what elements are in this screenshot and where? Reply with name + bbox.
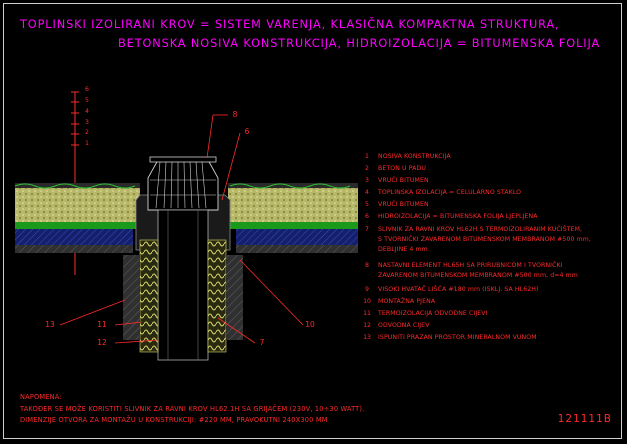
legend-num-11: 11 <box>363 310 371 317</box>
callout-12: 12 <box>97 338 107 347</box>
concrete-right <box>236 245 358 253</box>
drain-pipe <box>157 209 209 361</box>
legend-num-10: 10 <box>363 298 371 305</box>
callout-8: 8 <box>232 110 238 119</box>
notes-line-2: DIMENZIJE OTVORA ZA MONTAŽU U KONSTRUKCI… <box>20 416 328 424</box>
sheet-border <box>3 3 622 439</box>
waterproofing-left <box>15 222 140 229</box>
legend-text-7c: DEBLJINE 4 mm <box>378 246 428 253</box>
title-line-1: TOPLINSKI IZOLIRANI KROV = SISTEM VARENJ… <box>20 18 560 31</box>
slab-opening-left <box>123 255 140 340</box>
membrane-edge-left <box>14 183 136 189</box>
callout-7: 7 <box>259 338 265 347</box>
legend-text-2: BETON U PADU <box>378 165 426 172</box>
notes-heading: NAPOMENA: <box>20 393 62 401</box>
layer-mark-2: 2 <box>85 129 89 136</box>
legend-text-4: TOPLINSKA IZOLACIJA = CELULARNO STAKLO <box>378 189 522 196</box>
legend-text-5: VRUĆI BITUMEN <box>378 201 429 208</box>
legend-text-9: VISOKI HVATAČ LIŠĆA #180 mm (ISKLJ. SA H… <box>378 286 539 293</box>
legend-text-3: VRUĆI BITUMEN <box>378 177 429 184</box>
legend-num-4: 4 <box>365 189 369 196</box>
layer-tick-marks <box>71 91 79 146</box>
legend-num-13: 13 <box>363 334 371 341</box>
layer-mark-3: 3 <box>85 119 89 126</box>
callout-10: 10 <box>305 320 315 329</box>
legend-text-11: TERMOIZOLACIJA ODVODNE CIJEVI <box>378 310 488 317</box>
membrane-edge-right <box>229 183 351 189</box>
legend-num-8: 8 <box>365 262 369 269</box>
legend-num-6: 6 <box>365 213 369 220</box>
legend-num-5: 5 <box>365 201 369 208</box>
thermal-insulation-left <box>15 188 140 222</box>
waterproofing-right <box>228 222 358 229</box>
bitumen-layer-right <box>236 229 358 245</box>
legend-text-8b: ZAVARENOM BITUMENSKOM MEMBRANOM #500 mm,… <box>378 272 578 279</box>
legend-text-1: NOSIVA KONSTRUKCIJA <box>378 153 451 160</box>
legend-num-12: 12 <box>363 322 371 329</box>
top-membrane-left <box>15 183 140 188</box>
layer-mark-1: 1 <box>85 140 89 147</box>
pipe-insulation-left <box>139 239 159 353</box>
slab-opening-right <box>226 255 243 340</box>
legend-text-8: NASTAVNI ELEMENT HL65H SA PRIRUBNICOM I … <box>378 262 563 269</box>
bitumen-layer-left <box>15 229 133 245</box>
legend-text-12: ODVODNA CIJEV <box>378 322 430 329</box>
leaf-guard-ribs <box>150 161 216 209</box>
pipe-insulation-right <box>207 239 227 353</box>
concrete-left <box>15 245 133 253</box>
legend-text-7b: S TVORNIČKI ZAVARENOM BITUMENSKOM MEMBRA… <box>378 236 591 243</box>
legend-num-2: 2 <box>365 165 369 172</box>
legend-text-10: MONTAŽNA PJENA <box>378 298 436 305</box>
callout-13: 13 <box>45 320 55 329</box>
legend-num-9: 9 <box>365 286 369 293</box>
legend-text-7: SLIVNIK ZA RAVNI KROV HL62H S TERMOIZOLI… <box>378 226 583 233</box>
thermal-insulation-right <box>228 188 358 222</box>
leaf-guard-dome <box>147 159 219 211</box>
layer-mark-5: 5 <box>85 97 89 104</box>
callout-leaders <box>59 114 304 344</box>
notes-line-1: TAKOĐER SE MOŽE KORISTITI SLIVNIK ZA RAV… <box>20 405 365 413</box>
dome-cap <box>149 156 217 163</box>
top-membrane-right <box>228 183 358 188</box>
callout-6: 6 <box>244 127 250 136</box>
layer-mark-4: 4 <box>85 108 89 115</box>
callout-11: 11 <box>97 320 107 329</box>
legend-text-6: HIDROIZOLACIJA = BITUMENSKA FOLIJA LJEPL… <box>378 213 538 220</box>
legend-text-13: ISPUNITI PRAZAN PROSTOR MINERALNOM VUNOM <box>378 334 537 341</box>
legend-num-7: 7 <box>365 226 369 233</box>
layer-mark-6: 6 <box>85 86 89 93</box>
drawing-number: 121111B <box>557 413 612 425</box>
title-line-2: BETONSKA NOSIVA KONSTRUKCIJA, HIDROIZOLA… <box>118 37 601 50</box>
legend-num-1: 1 <box>365 153 369 160</box>
legend-num-3: 3 <box>365 177 369 184</box>
